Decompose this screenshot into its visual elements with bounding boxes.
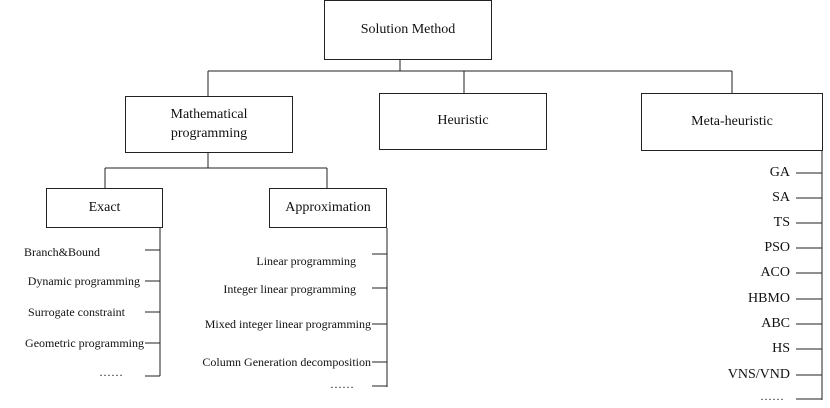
- meta-heuristic-item: VNS/VND: [727, 367, 790, 382]
- exact-item: Geometric programming: [25, 336, 144, 350]
- meta-heuristic-item: ……: [760, 389, 784, 403]
- meta-heuristic-item: ABC: [761, 316, 790, 331]
- meta-heuristic-item: HS: [772, 341, 790, 356]
- node-solution-method: Solution Method: [324, 0, 492, 60]
- exact-item: Dynamic programming: [27, 274, 140, 288]
- meta-heuristic-item: SA: [772, 190, 790, 205]
- approximation-item: ……: [330, 377, 354, 391]
- approximation-item: Linear programming: [256, 254, 356, 268]
- approximation-item: Column Generation decomposition: [202, 355, 371, 369]
- node-approximation-label: Approximation: [285, 199, 371, 215]
- meta-heuristic-item: GA: [769, 165, 790, 180]
- approximation-item: Integer linear programming: [223, 282, 356, 296]
- node-heuristic-label: Heuristic: [437, 113, 489, 129]
- node-mathematical-programming-label: Mathematical programming: [170, 106, 248, 141]
- node-mathematical-programming: Mathematical programming: [125, 96, 293, 153]
- node-approximation: Approximation: [269, 188, 387, 228]
- meta-heuristic-item: HBMO: [747, 291, 790, 306]
- node-solution-method-label: Solution Method: [360, 21, 456, 37]
- node-meta-heuristic: Meta-heuristic: [641, 93, 823, 151]
- node-exact-label: Exact: [88, 199, 121, 215]
- exact-item: Branch&Bound: [24, 245, 100, 259]
- approximation-item: Mixed integer linear programming: [204, 317, 371, 331]
- meta-heuristic-item: ACO: [760, 265, 790, 280]
- node-meta-heuristic-label: Meta-heuristic: [691, 113, 773, 129]
- exact-item: Surrogate constraint: [28, 305, 125, 319]
- meta-heuristic-item: TS: [773, 215, 790, 230]
- node-exact: Exact: [46, 188, 163, 228]
- meta-heuristic-item: PSO: [764, 240, 790, 255]
- exact-item: ……: [99, 365, 123, 379]
- node-heuristic: Heuristic: [379, 93, 547, 150]
